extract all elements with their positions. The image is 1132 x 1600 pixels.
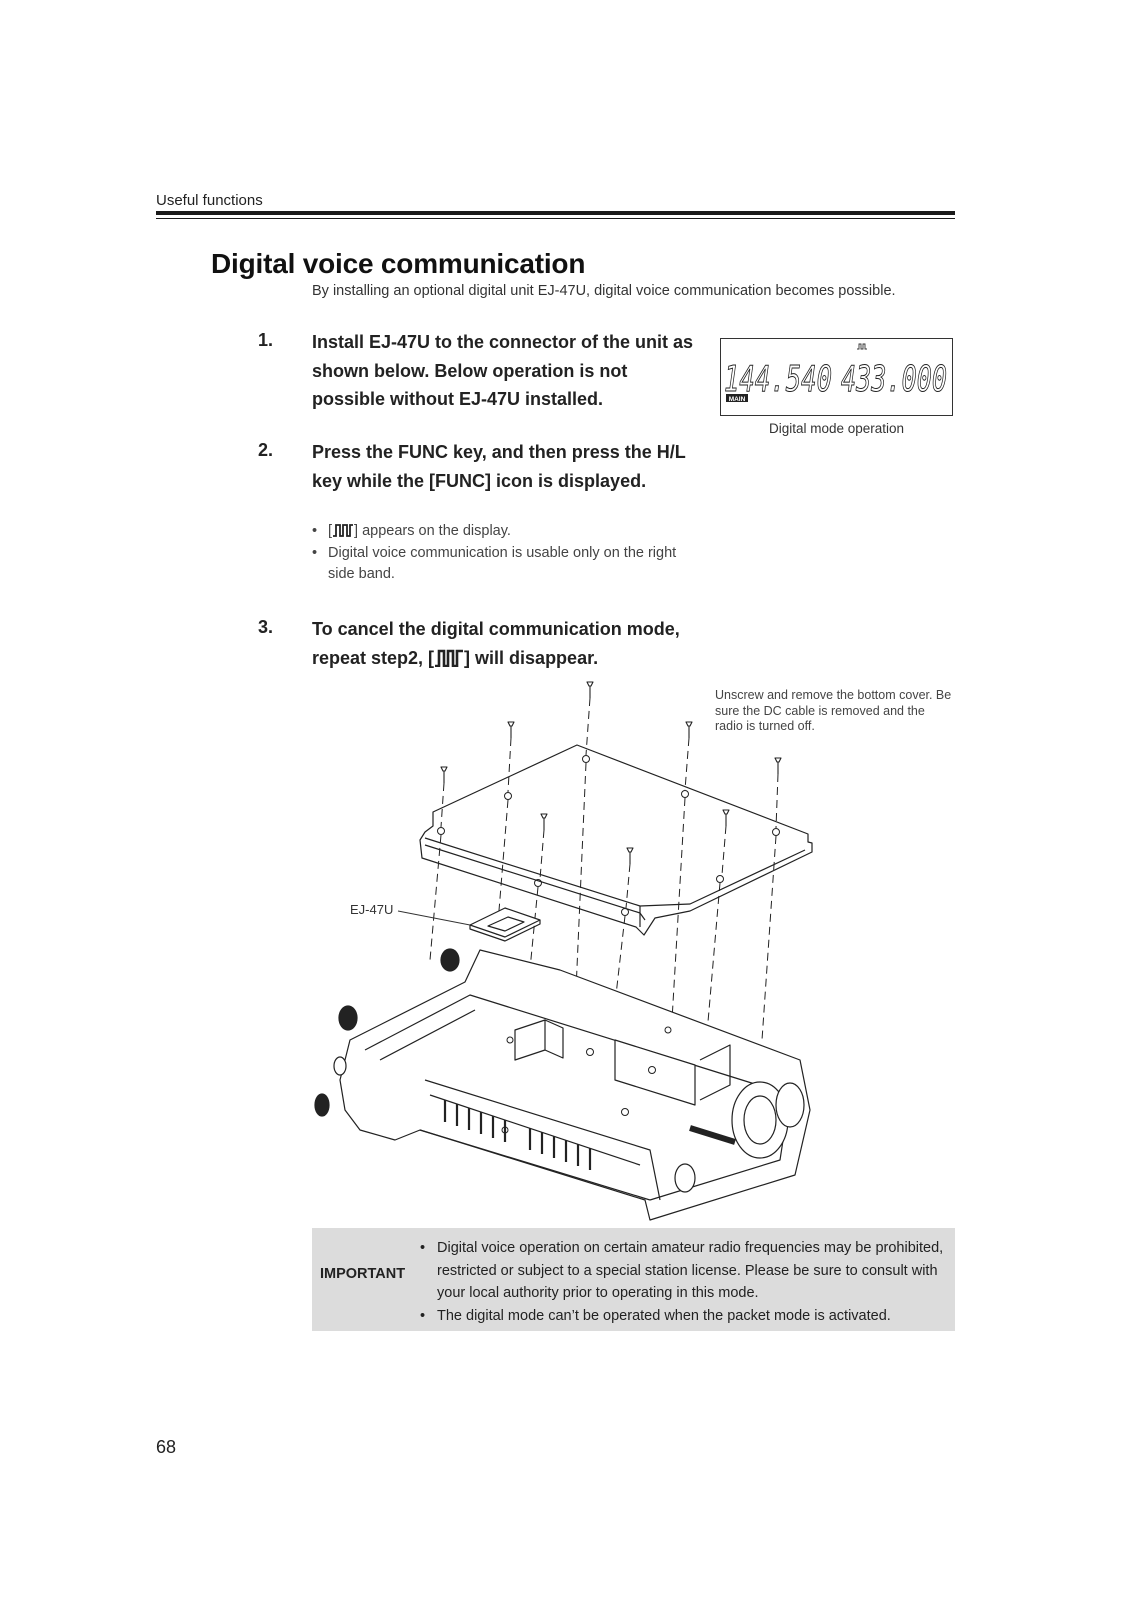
step-1-text: Install EJ-47U to the connector of the u…: [312, 332, 694, 409]
step-2-notes: • [ ] appears on the display. • Digital voi…: [312, 521, 692, 586]
bullet-dot: •: [420, 1307, 426, 1324]
bullet-dot: •: [420, 1240, 426, 1256]
note-text: Digital voice communication is usable on…: [328, 544, 677, 583]
important-item: • The digital mode can’t be operated when…: [420, 1305, 945, 1328]
note-suffix: ] appears on the display.: [354, 523, 511, 539]
digital-pulse-icon: [857, 343, 867, 350]
bottom-cover: [419, 744, 813, 936]
important-notice: IMPORTANT • Digital voice operation on ce…: [312, 1228, 955, 1331]
step-2-number: 2.: [258, 440, 274, 460]
radio-chassis: [339, 949, 811, 1221]
lcd-display-art: 144.540 433.000 MAIN: [724, 343, 948, 403]
lcd-caption: Digital mode operation: [768, 421, 905, 436]
header-rule-thin: [156, 218, 955, 219]
important-item-text: The digital mode can’t be operated when …: [437, 1307, 891, 1324]
important-item: • Digital voice operation on certain amat…: [420, 1237, 945, 1305]
screws: [440, 681, 782, 864]
lcd-left-frequency: 144.540: [724, 359, 832, 400]
important-item-text: Digital voice operation on certain amate…: [437, 1240, 944, 1301]
note-item: • Digital voice communication is usable o…: [312, 543, 692, 586]
main-badge-bg: [726, 394, 748, 402]
main-badge: MAIN: [729, 396, 746, 403]
lcd-right-frequency: 433.000: [841, 359, 947, 400]
section-label: Useful functions: [156, 192, 263, 209]
step-1-number: 1.: [258, 330, 274, 350]
step-3-text: To cancel the digital communication mode…: [312, 615, 712, 672]
ej47u-label: EJ-47U: [350, 902, 394, 917]
bullet-dot: •: [312, 523, 318, 539]
important-list: • Digital voice operation on certain amat…: [420, 1237, 945, 1327]
page-title: Digital voice communication: [211, 248, 586, 279]
assembly-diagram: [314, 681, 813, 1221]
step-2-text: Press the FUNC key, and then press the H…: [312, 442, 686, 491]
important-label: IMPORTANT: [320, 1266, 406, 1282]
step-3-text-after: ] will disappear.: [464, 647, 599, 668]
intro-text: By installing an optional digital unit E…: [312, 283, 896, 299]
digital-pulse-icon: [435, 649, 464, 667]
lcd-display: 144.540 433.000 MAIN: [720, 338, 953, 416]
note-prefix: [: [328, 523, 333, 539]
note-item: • [ ] appears on the display.: [312, 521, 692, 543]
header-rule: [156, 211, 955, 215]
digital-pulse-icon: [333, 524, 354, 537]
bullet-dot: •: [312, 544, 318, 561]
step-3-text-before: To cancel the digital communication mode…: [312, 619, 680, 668]
cover-note: Unscrew and remove the bottom cover. Be …: [715, 688, 952, 733]
page-number: 68: [156, 1437, 177, 1457]
step-3-number: 3.: [258, 617, 274, 637]
